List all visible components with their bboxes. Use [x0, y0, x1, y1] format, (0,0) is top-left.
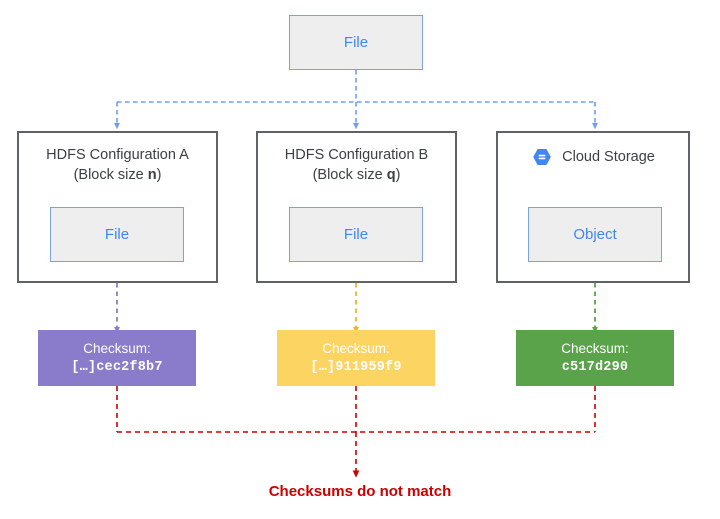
inner-file-box-hdfs-b[interactable]: File: [289, 207, 423, 262]
inner-file-label-hdfs-a: File: [104, 226, 130, 243]
container-hdfs-b-subtitle-prefix: (Block size: [312, 167, 387, 183]
verdict-text: Checksums do not match: [268, 483, 452, 500]
source-file-box[interactable]: File: [289, 15, 423, 70]
checksum-c-hash: c517d290: [561, 360, 629, 375]
container-hdfs-a-title-text: HDFS Configuration A: [46, 147, 189, 163]
checksum-box-a[interactable]: Checksum: […]cec2f8b7: [38, 330, 196, 386]
checksum-box-c[interactable]: Checksum: c517d290: [516, 330, 674, 386]
container-hdfs-b-title-text: HDFS Configuration B: [284, 147, 429, 163]
checksum-c-title: Checksum:: [561, 341, 629, 356]
inner-object-box-cloud-storage[interactable]: Object: [528, 207, 662, 262]
checksum-b-hash: […]911959f9: [310, 360, 402, 375]
cloud-storage-heading: Cloud Storage: [498, 146, 688, 168]
container-hdfs-b-blocksize: q: [386, 167, 396, 183]
inner-file-label-hdfs-b: File: [343, 226, 369, 243]
container-hdfs-b-title: HDFS Configuration B (Block size q): [258, 145, 455, 185]
container-hdfs-a-title: HDFS Configuration A (Block size n): [19, 145, 216, 185]
inner-file-box-hdfs-a[interactable]: File: [50, 207, 184, 262]
container-hdfs-a-subtitle-suffix: ): [156, 167, 162, 183]
container-hdfs-b-subtitle-suffix: ): [395, 167, 401, 183]
container-hdfs-b-subtitle: (Block size q): [258, 165, 455, 185]
container-hdfs-a-blocksize: n: [147, 167, 157, 183]
connector-source-fanout: [114, 70, 598, 130]
checksum-b-title: Checksum:: [322, 341, 390, 356]
checksum-a-hash: […]cec2f8b7: [71, 360, 163, 375]
cloud-storage-title: Cloud Storage: [562, 149, 655, 165]
checksum-box-b[interactable]: Checksum: […]911959f9: [277, 330, 435, 386]
source-file-label: File: [343, 34, 369, 51]
connector-verdict-merge: [116, 386, 596, 478]
checksum-a-title: Checksum:: [83, 341, 151, 356]
inner-object-label-cloud-storage: Object: [573, 226, 617, 243]
container-hdfs-a-subtitle-prefix: (Block size: [73, 167, 148, 183]
cloud-storage-icon: [533, 149, 551, 165]
container-hdfs-a-subtitle: (Block size n): [19, 165, 216, 185]
